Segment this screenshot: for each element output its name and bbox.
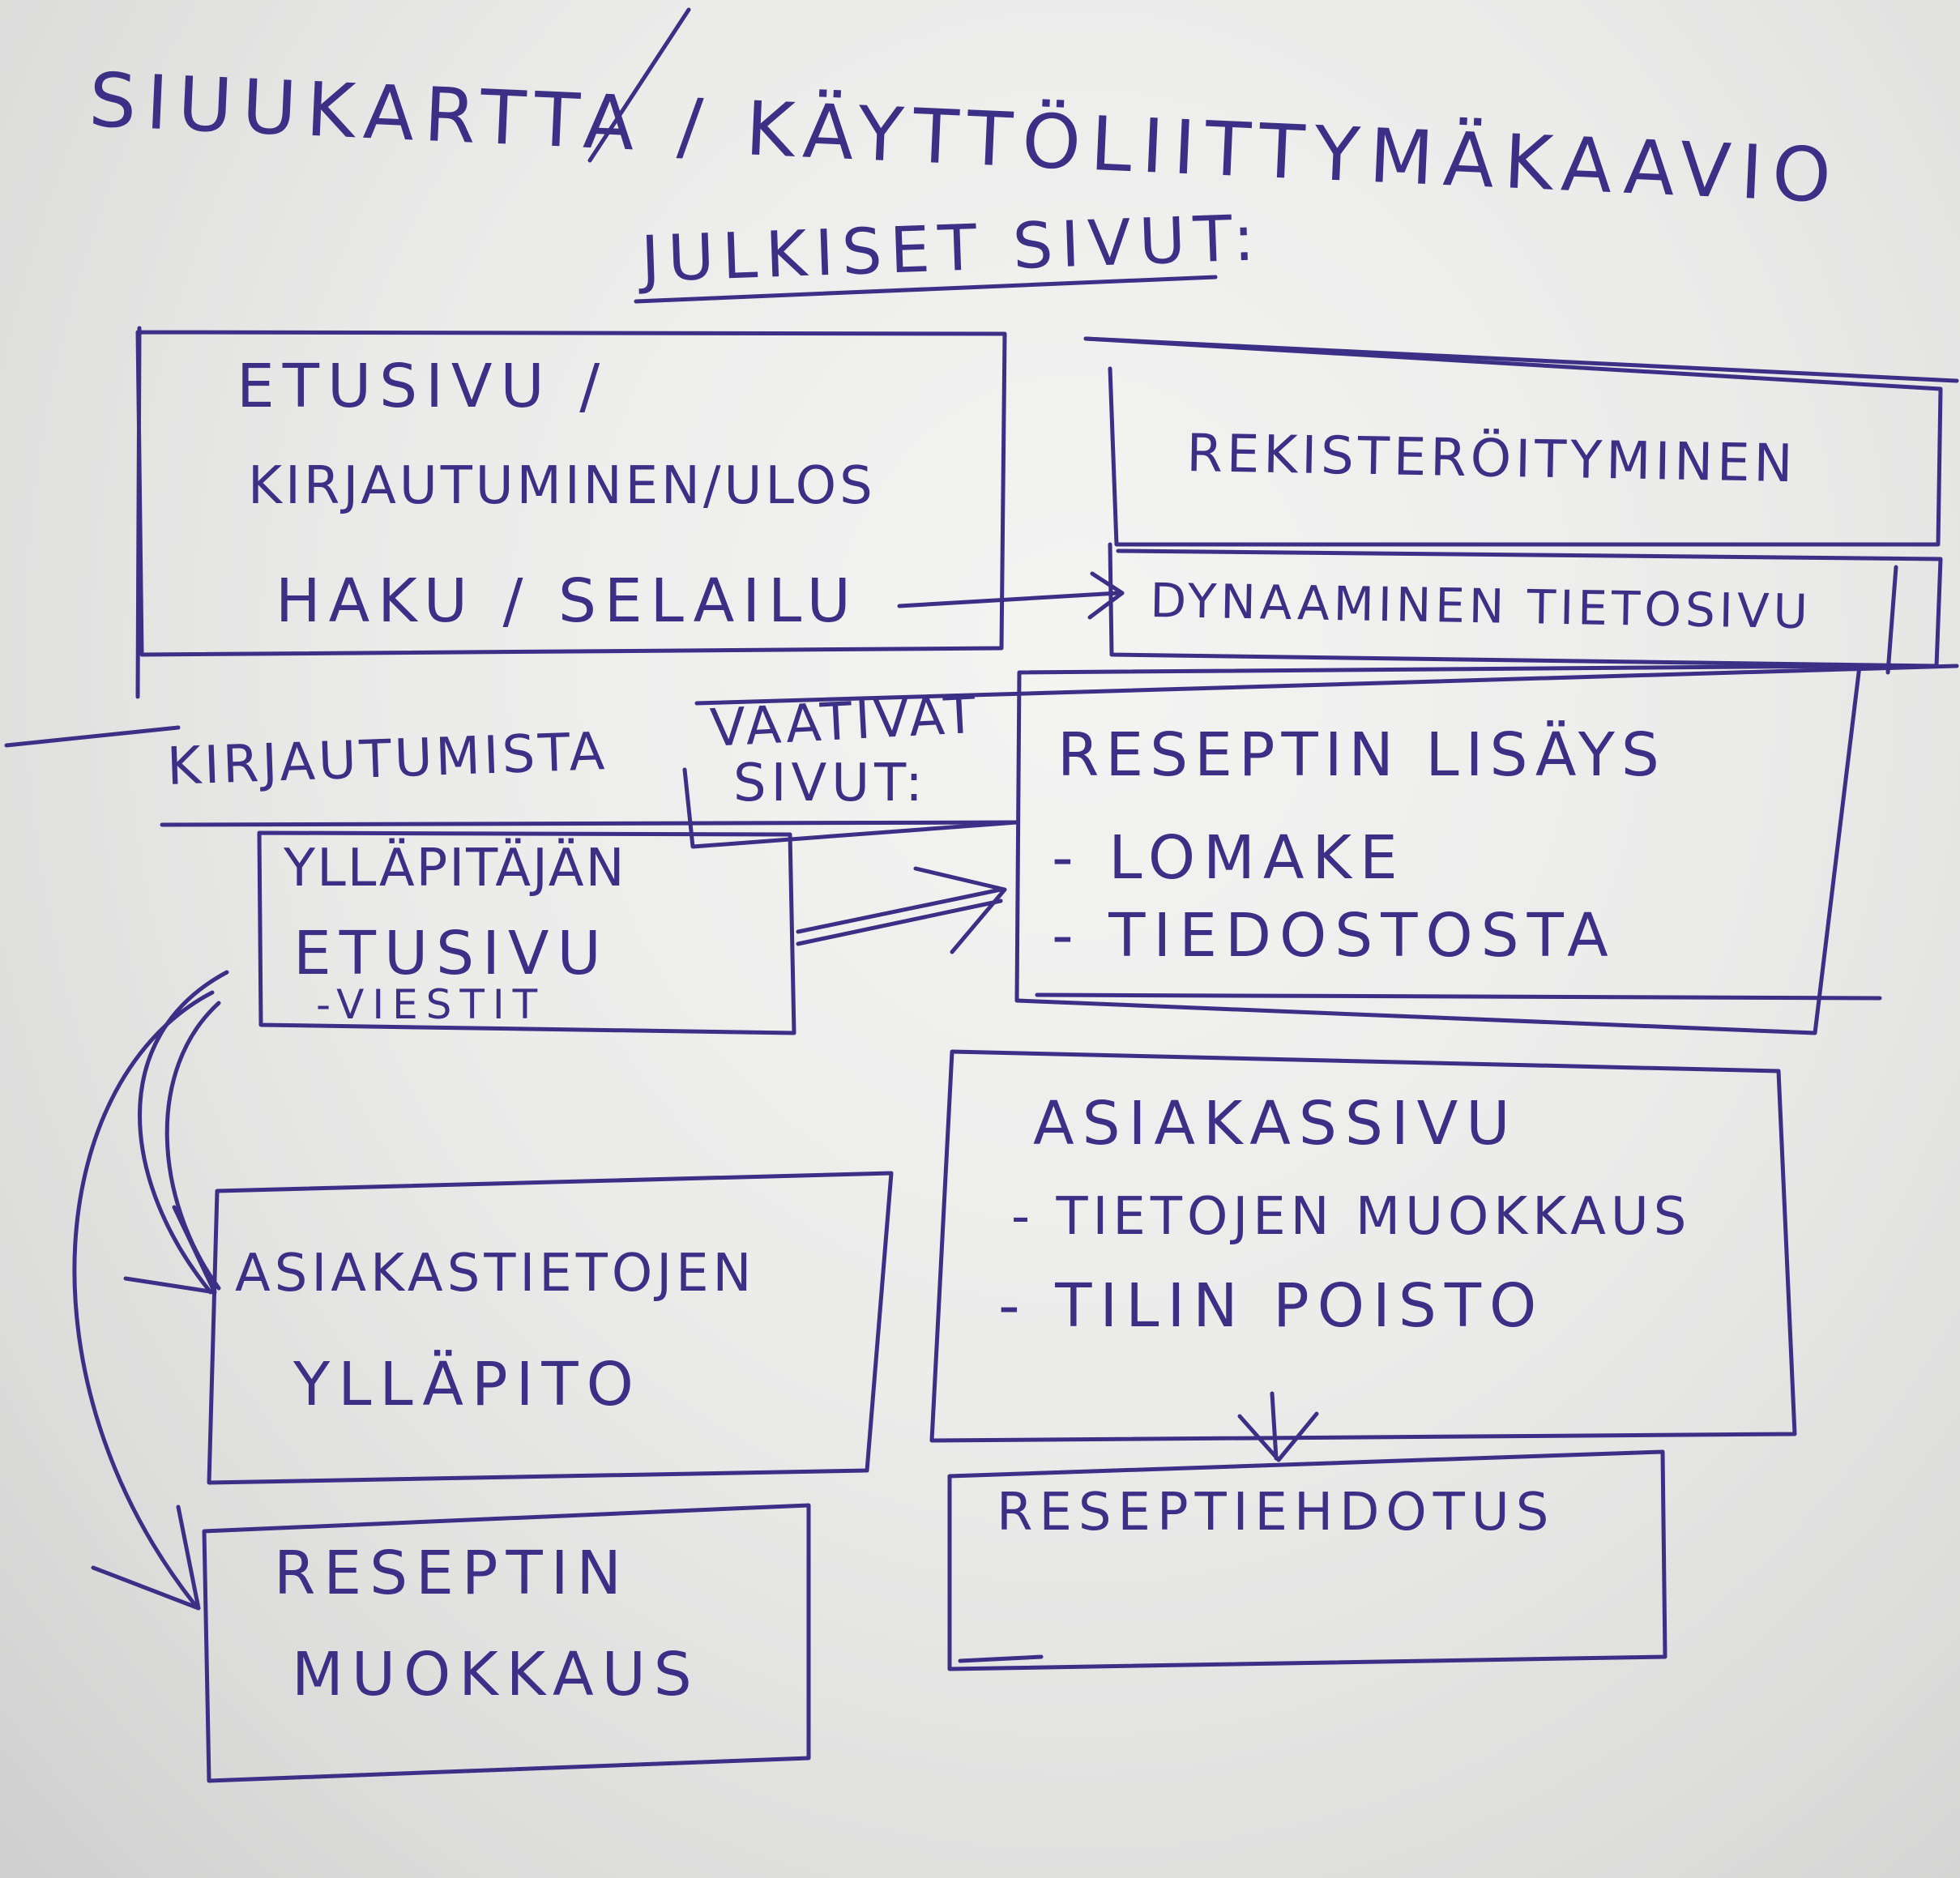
arrow-front-dynamic-shaft (897, 591, 1121, 608)
admin-front-line2: ETUSIVU (293, 919, 609, 988)
arrow-admin-recipe-shaft2 (796, 898, 1003, 946)
box-recipe-suggestion-border (947, 1449, 1667, 1671)
divider-right (694, 664, 1959, 706)
box-admin-front-border (257, 830, 796, 1035)
box-front-border (135, 326, 1007, 699)
login-required-heading-line3: SIVUT: (733, 753, 928, 813)
curve-to-recipe-edit (72, 990, 215, 1607)
login-required-notch (682, 767, 1019, 849)
customer-page-item-delete: - TILIN POISTO (998, 1271, 1545, 1341)
title-slash (587, 7, 691, 163)
recipe-edit-line1: RESEPTIN (274, 1539, 630, 1608)
divider-left (4, 725, 181, 748)
public-underline (634, 275, 1218, 304)
register-box-label: REKISTERÖITYMINEN (1185, 424, 1798, 495)
customer-page-item-edit: - TIETOJEN MUOKKAUS (1011, 1187, 1692, 1247)
front-page-line1: ETUSIVU / (237, 352, 608, 421)
box-customer-page-border (929, 1049, 1797, 1443)
arrow-admin-recipe-head (913, 866, 1007, 954)
box-register-border (1083, 336, 1943, 547)
arrow-recipe-edit-head (91, 1505, 201, 1611)
customer-admin-line1: ASIAKASTIETOJEN (235, 1244, 756, 1304)
customer-admin-line2: YLLÄPITO (293, 1350, 642, 1419)
register-top-overhang (1083, 336, 1959, 383)
recipe-add-bottom (1035, 992, 1882, 1001)
login-required-underline (160, 820, 1019, 827)
box-recipe-add-border (1014, 664, 1862, 1035)
box-customer-admin-border (207, 1171, 894, 1485)
recipe-add-item-file: - TIEDOSTOSTA (1052, 901, 1616, 971)
arrow-admin-recipe-shaft1 (796, 887, 1003, 934)
admin-front-line3: -VIESTIT (316, 981, 546, 1028)
arrow-customer-suggestion-head (1237, 1411, 1319, 1462)
dynamic-page-label: DYNAAMINEN TIETOSIVU (1149, 573, 1813, 640)
arrow-customer-suggestion-shaft (1270, 1391, 1279, 1461)
box-recipe-edit-border (202, 1503, 811, 1783)
recipe-suggestion-label: RESEPTIEHDOTUS (997, 1483, 1556, 1543)
arrow-front-dynamic-head (1087, 571, 1125, 620)
recipe-suggestion-tick (958, 1654, 1044, 1663)
recipe-add-item-form: - LOMAKE (1052, 823, 1406, 893)
customer-page-title: ASIAKASSIVU (1033, 1089, 1518, 1159)
login-required-heading-line2: VAATIVAT (708, 685, 980, 759)
recipe-edit-line2: MUOKKAUS (292, 1640, 700, 1709)
front-page-line3: HAKU / SELAILU (275, 566, 859, 636)
recipe-add-title: RESEPTIN LISÄYS (1057, 720, 1666, 790)
admin-front-line1: YLLÄPITÄJÄN (284, 839, 626, 898)
front-page-line2: KIRJAUTUMINEN/ULOS (248, 456, 876, 516)
login-required-heading-line1: KIRJAUTUMISTA (165, 722, 609, 797)
dynamic-right-tick (1885, 565, 1898, 675)
curve-to-customer-admin (138, 970, 229, 1295)
